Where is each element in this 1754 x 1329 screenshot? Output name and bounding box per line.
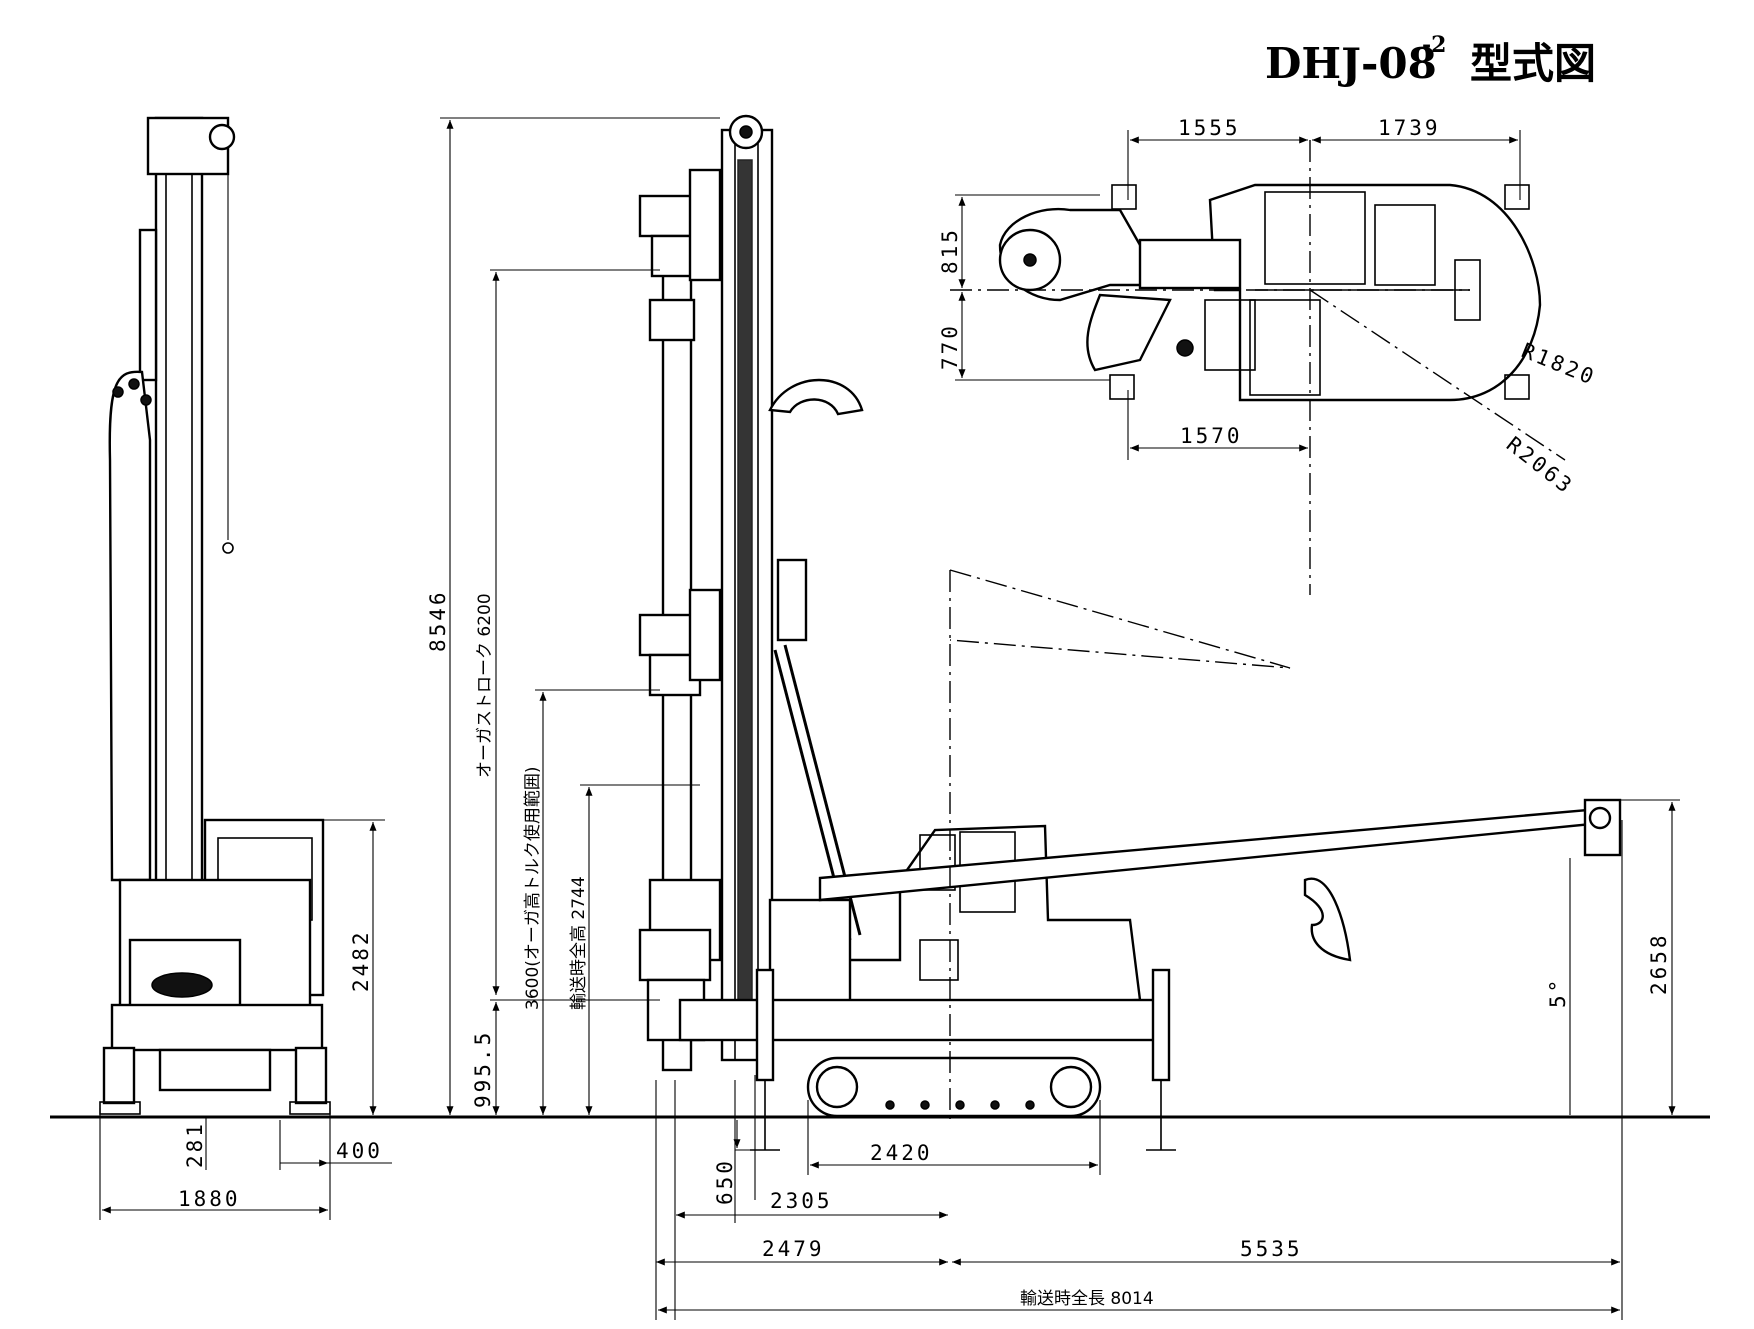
side-view	[638, 114, 1622, 1151]
dim-top-lower-width: 770	[938, 323, 962, 370]
dim-transport-height: 3600(オーガ高トルク使用範囲)	[522, 766, 543, 1010]
dim-outrigger-height: 650	[713, 1158, 737, 1205]
dim-boom-angle: 5°	[1546, 977, 1570, 1008]
dim-boom-tip-height: 2658	[1647, 932, 1671, 995]
dim-top-front: 1555	[1178, 116, 1241, 140]
dim-top-pivot: 1570	[1180, 424, 1243, 448]
radius-line	[1309, 289, 1566, 461]
top-view	[998, 183, 1542, 402]
dim-ground-clearance: 281	[183, 1121, 207, 1168]
dimension-lines	[99, 117, 1680, 1320]
dim-top-rear: 1739	[1378, 116, 1441, 140]
front-view	[99, 116, 331, 1115]
dim-front-to-center: 2305	[770, 1189, 833, 1213]
dim-swing-radius: R2063	[1502, 432, 1578, 499]
dim-base-height: 995.5	[471, 1030, 495, 1108]
dim-tail-radius: R1820	[1518, 338, 1600, 390]
dim-front-overhang: 2479	[762, 1237, 825, 1261]
dim-front-height: 2482	[349, 929, 373, 992]
dim-rear-length: 5535	[1240, 1237, 1303, 1261]
dim-transport-length: 輸送時全長 8014	[1020, 1289, 1154, 1309]
dim-outrigger-offset: 400	[336, 1139, 383, 1163]
dim-front-width: 1880	[178, 1187, 241, 1211]
dim-auger-stroke: オーガストローク 6200	[475, 593, 495, 778]
dim-overall-height: 8546	[426, 589, 450, 652]
title-suffix: 型式図	[1470, 39, 1596, 88]
centerline-swing	[949, 569, 1291, 669]
dim-crawler-length: 2420	[870, 1141, 933, 1165]
dim-usable-range: 輸送時全高 2744	[569, 876, 589, 1010]
dim-top-upper-width: 815	[938, 227, 962, 274]
title-model: DHJ-08	[1265, 39, 1437, 88]
title-superscript: -2	[1422, 32, 1446, 58]
